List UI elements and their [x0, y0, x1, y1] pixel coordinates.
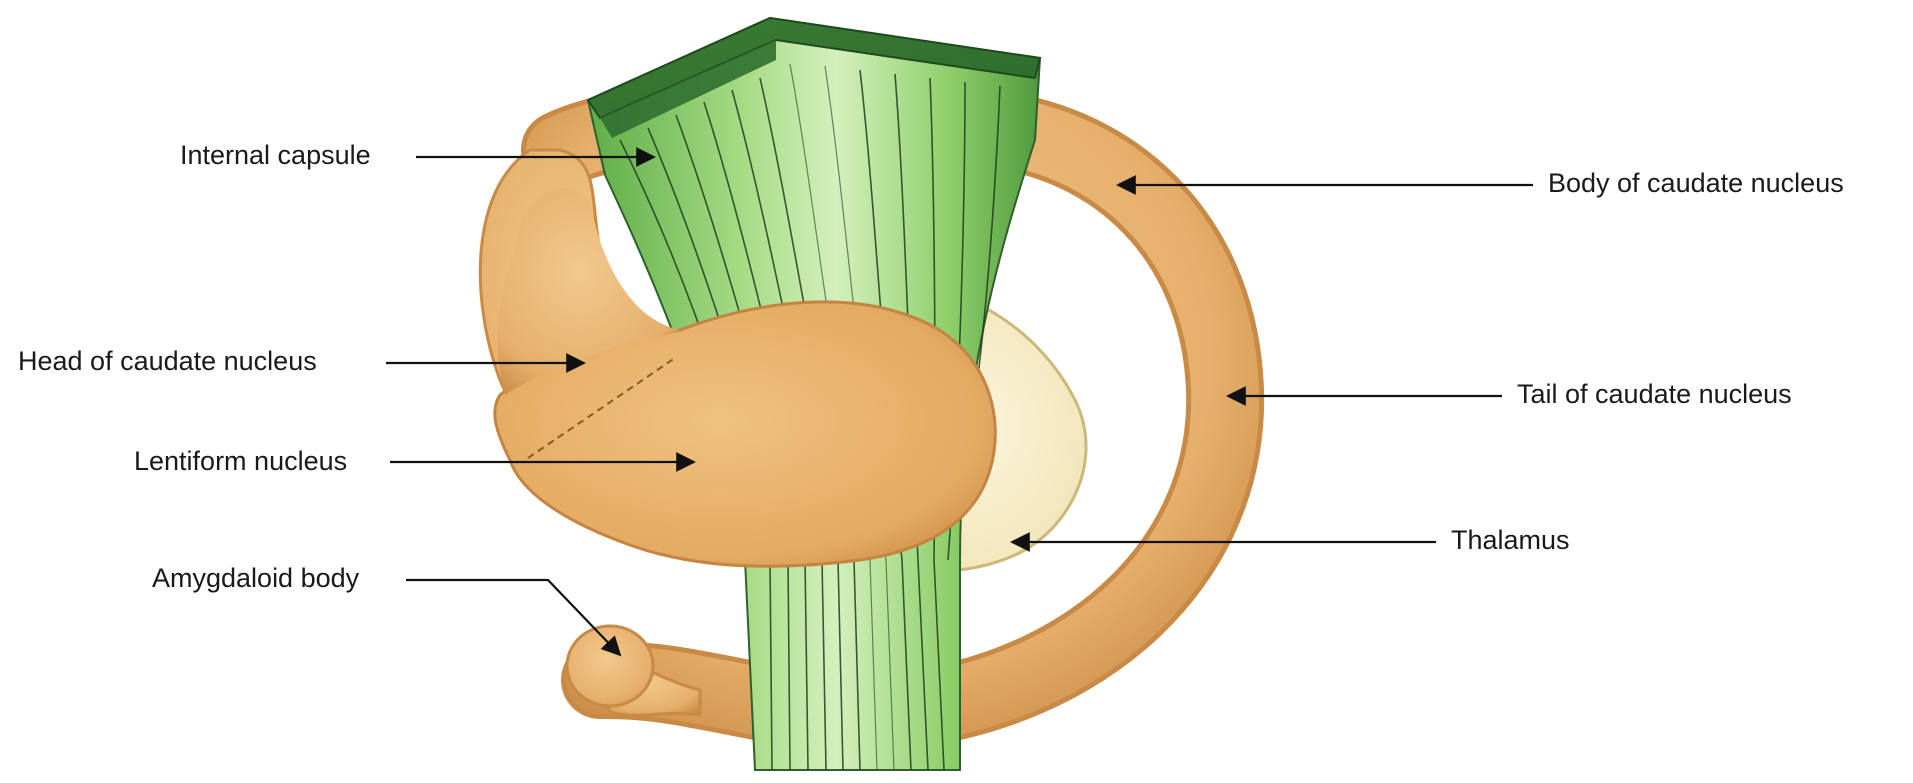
label-body-of-caudate: Body of caudate nucleus — [1118, 168, 1844, 198]
label-thalamus: Thalamus — [1012, 525, 1570, 555]
tail-of-caudate-nucleus-label: Tail of caudate nucleus — [1517, 379, 1792, 409]
amygdaloid-body-label: Amygdaloid body — [152, 563, 360, 593]
head-of-caudate-nucleus-label: Head of caudate nucleus — [18, 346, 317, 376]
body-of-caudate-nucleus-label: Body of caudate nucleus — [1548, 168, 1844, 198]
label-amygdaloid-body: Amygdaloid body — [152, 563, 620, 655]
lentiform-nucleus-label: Lentiform nucleus — [134, 446, 347, 476]
internal-capsule-label: Internal capsule — [180, 140, 371, 170]
label-tail-of-caudate: Tail of caudate nucleus — [1228, 379, 1792, 409]
thalamus-label: Thalamus — [1451, 525, 1570, 555]
